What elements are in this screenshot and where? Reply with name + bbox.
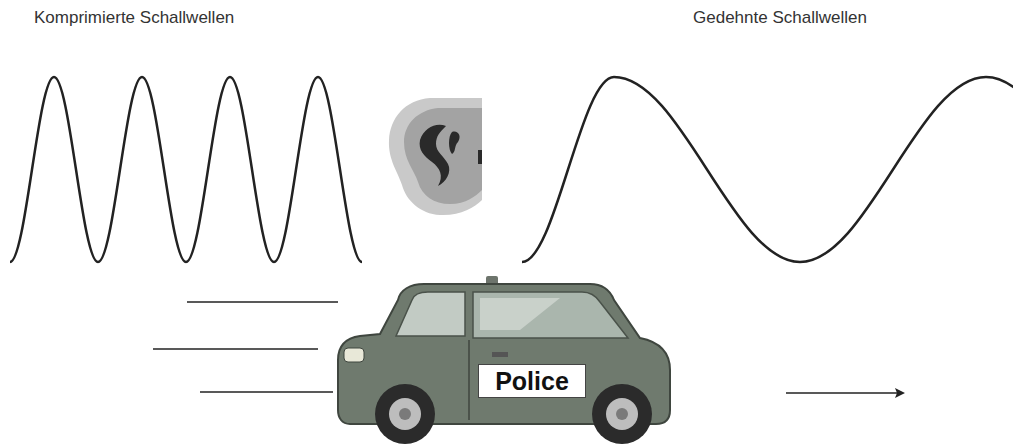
stretched-wave bbox=[522, 77, 1013, 262]
caption-label: Gedehnte Schallwellen bbox=[693, 8, 867, 28]
compressed-wave bbox=[10, 77, 362, 262]
police-sign: Police bbox=[478, 364, 586, 398]
ear bbox=[389, 98, 482, 215]
speed-lines bbox=[153, 302, 338, 392]
police-car bbox=[338, 276, 670, 444]
direction-arrow bbox=[786, 388, 905, 398]
caption-label: Komprimierte Schallwellen bbox=[34, 8, 234, 28]
sign-text: Police bbox=[495, 369, 569, 394]
